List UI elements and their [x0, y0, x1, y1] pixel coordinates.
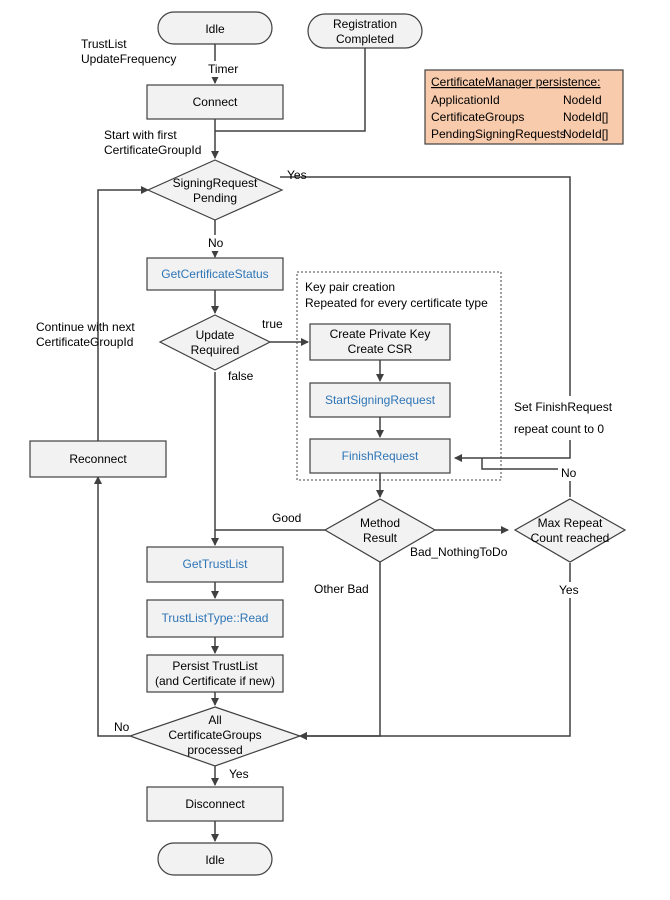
terminal-idle-top: Idle [157, 11, 273, 45]
edge-reconnect-signing [97, 186, 149, 441]
connectors [94, 44, 571, 842]
decision-signing-request-pending: SigningRequest Pending [146, 159, 284, 221]
label-no-allgroups: No [114, 720, 130, 734]
edge-allgroups-no [94, 476, 130, 737]
decision-max-repeat: Max Repeat Count reached [513, 498, 627, 563]
edge-signing-yes-finish [280, 176, 571, 462]
edge-maxrepeat-no [481, 458, 571, 497]
process-start-signing-request: StartSigningRequest [309, 382, 451, 418]
svg-text:Persist TrustList: Persist TrustList [172, 659, 258, 673]
label-start-with-first-2: CertificateGroupId [104, 143, 201, 157]
keypair-subtitle: Repeated for every certificate type [305, 296, 488, 310]
decision-update-required: Update Required [158, 314, 272, 371]
terminal-idle-bottom: Idle [157, 842, 273, 876]
svg-text:Registration: Registration [333, 17, 397, 31]
label-continue-next-2: CertificateGroupId [36, 335, 133, 349]
svg-text:All: All [208, 713, 221, 727]
process-connect: Connect [146, 84, 284, 120]
svg-text:Completed: Completed [336, 32, 394, 46]
label-trustlist-update-2: UpdateFrequency [81, 52, 176, 66]
persistence-row-type: NodeId[] [563, 110, 608, 124]
label-true: true [262, 317, 283, 331]
edge-registration-merge [215, 48, 366, 132]
keypair-group-box [296, 271, 502, 481]
label-start-with-first-1: Start with first [104, 128, 177, 142]
label-yes-top: Yes [287, 168, 307, 182]
svg-text:Result: Result [363, 531, 398, 545]
label-continue-next-1: Continue with next [36, 320, 135, 334]
terminal-registration: Registration Completed [307, 13, 423, 49]
svg-text:Reconnect: Reconnect [69, 452, 127, 466]
process-reconnect: Reconnect [29, 440, 167, 478]
label-trustlist-update-1: TrustList [81, 37, 127, 51]
process-trust-list-read: TrustListType::Read [146, 599, 284, 638]
process-create-key: Create Private Key Create CSR [309, 323, 451, 361]
svg-text:Max Repeat: Max Repeat [538, 516, 603, 530]
svg-text:Update: Update [196, 328, 235, 342]
label-yes-maxrepeat: Yes [559, 583, 579, 597]
process-get-trust-list: GetTrustList [146, 546, 284, 583]
decision-all-groups-processed: All CertificateGroups processed [128, 706, 302, 767]
svg-text:Pending: Pending [193, 191, 237, 205]
label-bad-nothing: Bad_NothingToDo [410, 545, 508, 559]
svg-text:Connect: Connect [193, 95, 238, 109]
persistence-row-type: NodeId [563, 93, 602, 107]
svg-text:(and Certificate if new): (and Certificate if new) [155, 674, 275, 688]
svg-text:Create Private Key: Create Private Key [330, 327, 431, 341]
svg-text:FinishRequest: FinishRequest [342, 449, 419, 463]
persistence-row-type: NodeId[] [563, 127, 608, 141]
svg-text:Idle: Idle [205, 853, 225, 867]
svg-text:GetCertificateStatus: GetCertificateStatus [161, 267, 268, 281]
process-finish-request: FinishRequest [309, 438, 451, 474]
persistence-row-name: CertificateGroups [431, 110, 524, 124]
label-set-finish-2: repeat count to 0 [514, 422, 604, 436]
persistence-box: CertificateManager persistence: Applicat… [424, 69, 624, 145]
svg-text:Count reached: Count reached [531, 531, 610, 545]
persistence-row-name: PendingSigningRequests [431, 127, 566, 141]
edge-labels: TrustList UpdateFrequency Timer Start wi… [36, 37, 620, 781]
label-other-bad: Other Bad [314, 582, 369, 596]
label-yes-allgroups: Yes [229, 767, 249, 781]
process-persist-trust-list: Persist TrustList (and Certificate if ne… [146, 654, 284, 693]
label-false: false [228, 369, 254, 383]
label-timer: Timer [208, 62, 238, 76]
label-no-maxrepeat: No [561, 466, 577, 480]
edge-maxrepeat-yes [299, 563, 571, 740]
svg-text:Required: Required [191, 343, 240, 357]
persistence-title: CertificateManager persistence: [431, 75, 600, 89]
svg-text:processed: processed [187, 743, 242, 757]
process-disconnect: Disconnect [146, 786, 284, 822]
svg-text:Idle: Idle [205, 22, 225, 36]
persistence-row-name: ApplicationId [431, 93, 500, 107]
svg-text:GetTrustList: GetTrustList [183, 557, 249, 571]
svg-text:Create CSR: Create CSR [348, 342, 413, 356]
label-good: Good [272, 511, 301, 525]
process-get-certificate-status: GetCertificateStatus [146, 257, 284, 291]
label-set-finish-1: Set FinishRequest [514, 400, 613, 414]
svg-text:Disconnect: Disconnect [185, 797, 245, 811]
svg-text:SigningRequest: SigningRequest [173, 176, 258, 190]
svg-text:TrustListType::Read: TrustListType::Read [162, 611, 269, 625]
keypair-title: Key pair creation [305, 280, 395, 294]
svg-text:StartSigningRequest: StartSigningRequest [325, 393, 436, 407]
svg-text:CertificateGroups: CertificateGroups [168, 728, 261, 742]
label-no-signing: No [208, 236, 224, 250]
decision-method-result: Method Result [323, 498, 437, 563]
svg-text:Method: Method [360, 516, 400, 530]
